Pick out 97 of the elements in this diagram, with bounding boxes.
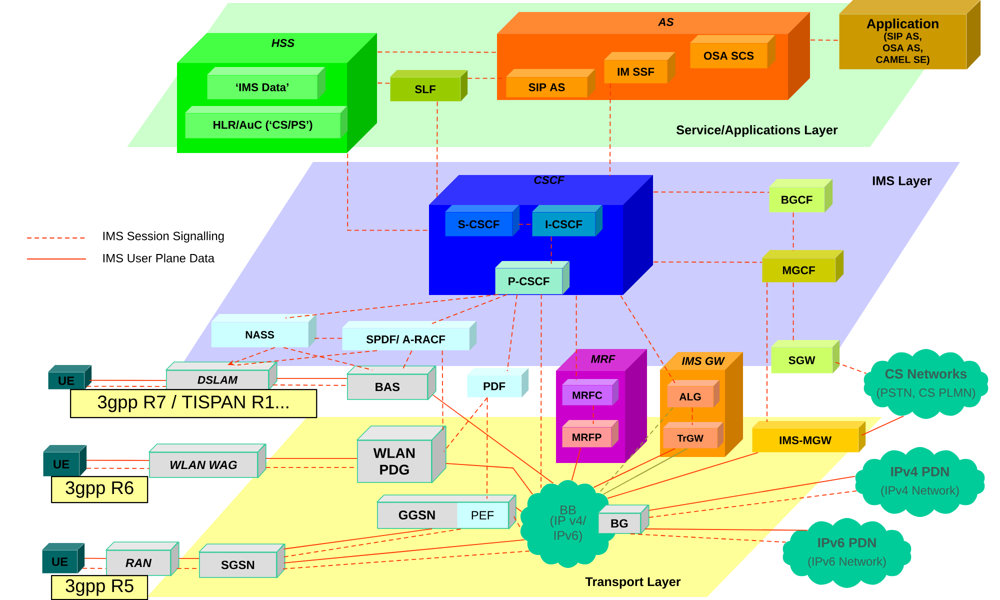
connector-line: [86, 460, 150, 461]
connector-line: [835, 362, 867, 374]
connector-line: [377, 82, 390, 84]
connector-line: [607, 452, 758, 499]
connector-line: [265, 458, 358, 459]
function-box: BGCF: [769, 179, 833, 213]
connector-line: [89, 380, 166, 381]
function-box: DSLAM: [166, 362, 278, 390]
release-tag: 3gpp R6: [51, 476, 148, 504]
function-box: BAS: [346, 366, 436, 400]
connector-line: [518, 224, 532, 225]
connector-line: [630, 533, 786, 543]
function-box: SGW: [771, 340, 840, 374]
connector-line: [766, 282, 768, 422]
function-box: WLAN WAG: [148, 444, 266, 478]
connector-line: [283, 528, 462, 558]
function-box: MRFC: [562, 379, 619, 406]
connector-line: [436, 101, 438, 198]
function-box: UE: [48, 365, 92, 390]
connector-line: [620, 295, 676, 384]
function-box: MGCF: [762, 250, 844, 283]
connector-line: [571, 447, 582, 481]
network-cloud: CS Networks (PSTN, CS PLMN): [864, 349, 988, 420]
connector-line: [648, 490, 857, 518]
function-box: ALG: [667, 380, 720, 408]
connector-line: [513, 516, 521, 529]
connector-line: [467, 78, 506, 79]
connector-line: [84, 558, 106, 559]
connector-line: [445, 462, 533, 495]
connector-line: [86, 468, 150, 469]
function-box: P-CSCF: [495, 261, 570, 295]
function-box: S-CSCF: [445, 205, 520, 237]
connector-line: [402, 350, 412, 370]
function-box: PEF: [457, 502, 508, 528]
connector-line: [576, 295, 577, 380]
connector-line: [82, 568, 106, 569]
connector-line: [515, 506, 522, 512]
connector-line: [432, 394, 554, 484]
function-box: UE: [42, 543, 85, 574]
network-cloud: IPv6 PDN (IPv6 Network): [782, 518, 912, 588]
connector-line: [272, 384, 348, 386]
function-box: RAN: [106, 542, 180, 576]
connector-line: [653, 262, 762, 263]
function-box: ‘IMS Data’: [207, 67, 326, 100]
function-box: IM SSF: [604, 52, 676, 84]
function-box: SIP AS: [506, 69, 596, 98]
connector-line: [598, 407, 674, 494]
connector-line: [178, 558, 200, 559]
connector-line: [443, 397, 488, 452]
connector-line: [603, 448, 688, 495]
connector-line: [283, 539, 525, 564]
function-box: MRFP: [562, 420, 619, 448]
network-cloud: IPv4 PDN (IPv4 Network): [855, 447, 985, 518]
connector-line: [486, 397, 488, 500]
function-box: SPDF/ A-RACF: [342, 321, 477, 351]
function-box: BG: [598, 504, 650, 534]
function-box: PDF: [467, 368, 529, 398]
connector-line: [593, 448, 676, 488]
connector-line: [282, 550, 530, 570]
connector-line: [792, 212, 794, 252]
connector-line: [86, 386, 166, 387]
function-box: WLAN PDG: [356, 426, 446, 484]
connector-line: [644, 528, 808, 531]
function-box: SGSN: [198, 544, 286, 578]
connector-line: [653, 192, 770, 193]
connector-line: [347, 153, 430, 231]
connector-line: [506, 294, 518, 372]
function-box: TrGW: [663, 422, 724, 449]
function-box: Application (SIP AS, OSA AS, CAMEL SE): [839, 0, 981, 70]
function-box: SLF: [390, 70, 468, 102]
connector-line: [314, 338, 342, 339]
connector-line: [276, 378, 348, 379]
function-box: OSA SCS: [690, 35, 776, 69]
connector-line: [540, 294, 542, 488]
connector-line: [692, 407, 693, 426]
release-tag: 3gpp R7 / TISPAN R1...: [70, 389, 318, 418]
connector-line: [792, 282, 794, 342]
connector-line: [285, 294, 498, 318]
connector-line: [861, 416, 904, 436]
connector-line: [610, 83, 611, 176]
connector-line: [283, 347, 373, 370]
connector-line: [283, 528, 432, 550]
release-tag: 3gpp R5: [51, 575, 148, 600]
connector-line: [592, 405, 594, 424]
connector-line: [810, 40, 840, 41]
connector-line: [176, 568, 200, 569]
function-box: UE: [43, 445, 87, 477]
connector-line: [442, 350, 444, 430]
connector-line: [236, 350, 378, 366]
function-box: HLR/AuC (‘CS/PS’): [185, 106, 348, 139]
connector-line: [377, 52, 498, 53]
connector-line: [648, 476, 856, 511]
connector-line: [550, 236, 552, 264]
connector-line: [430, 294, 508, 324]
function-box: NASS: [211, 314, 317, 348]
function-box: IMS-MGW: [752, 421, 866, 453]
function-box: I-CSCF: [532, 205, 603, 237]
